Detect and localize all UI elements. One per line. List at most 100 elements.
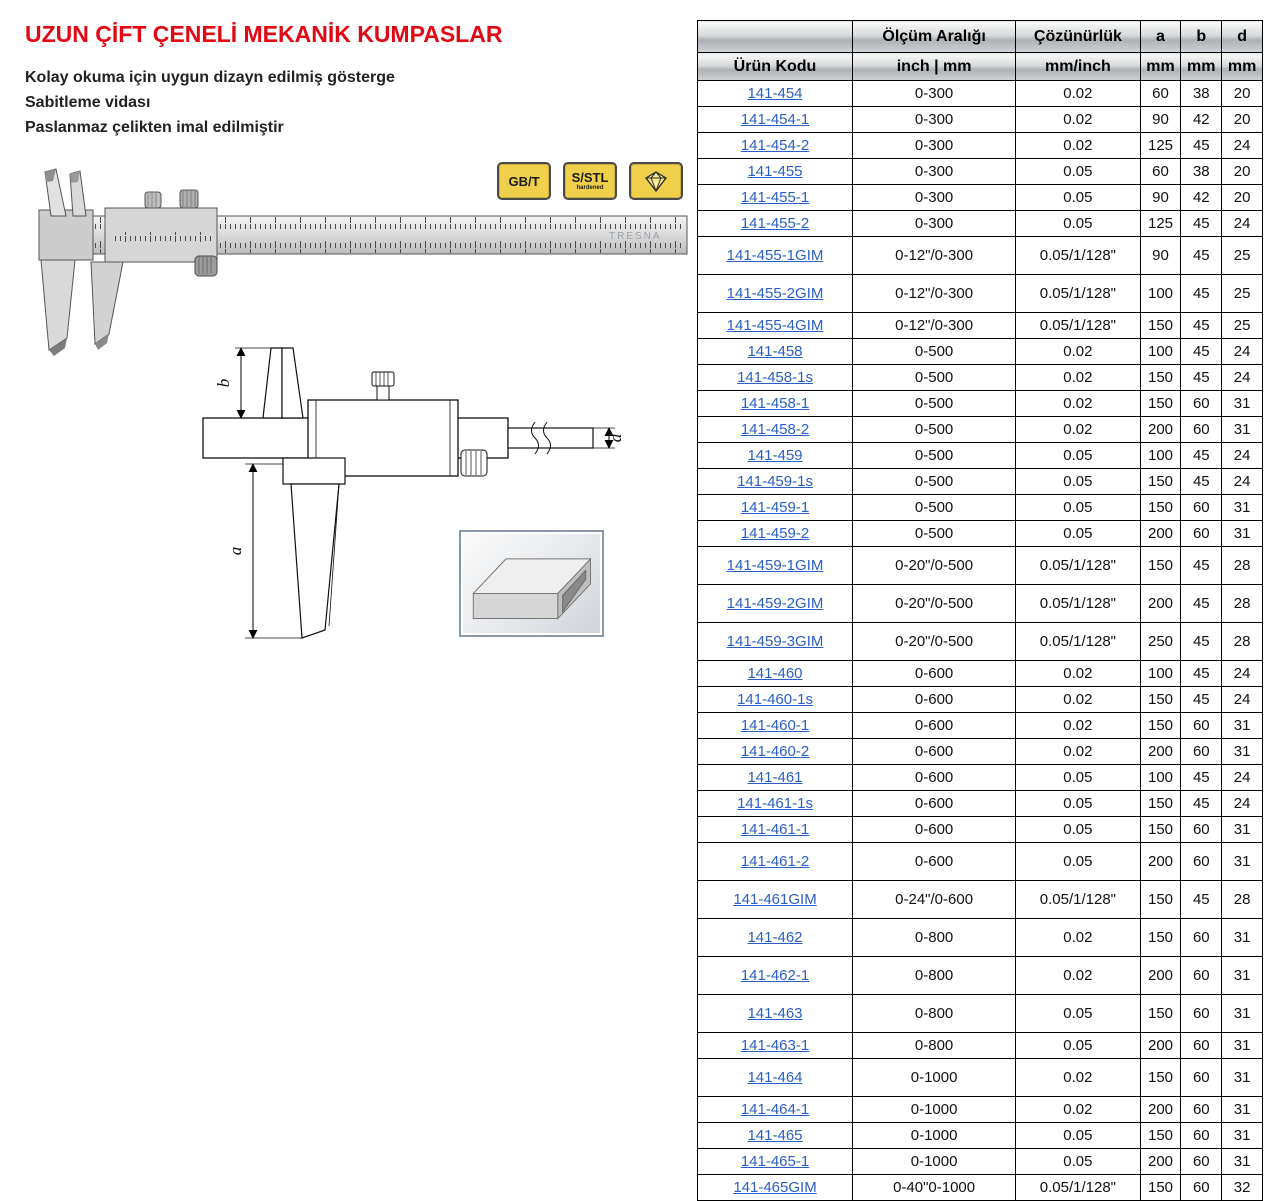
product-code-link[interactable]: 141-459-3GIM (726, 633, 824, 650)
product-code-link[interactable]: 141-459 (747, 447, 803, 464)
header-blank (696, 20, 854, 53)
product-code-cell: 141-459-1s (696, 468, 854, 495)
product-code-link[interactable]: 141-464-1 (740, 1101, 810, 1118)
d-cell: 31 (1221, 956, 1263, 995)
product-code-link[interactable]: 141-460-1s (737, 691, 813, 708)
product-code-cell: 141-455-1 (696, 184, 854, 211)
product-code-link[interactable]: 141-463-1 (740, 1037, 810, 1054)
product-code-cell: 141-461 (696, 764, 854, 791)
product-code-link[interactable]: 141-455-4GIM (726, 317, 824, 334)
product-code-link[interactable]: 141-462-1 (740, 967, 810, 984)
product-code-link[interactable]: 141-461 (747, 769, 803, 786)
product-code-link[interactable]: 141-458-1 (740, 395, 810, 412)
product-code-link[interactable]: 141-459-1GIM (726, 557, 824, 574)
a-cell: 150 (1139, 546, 1182, 585)
product-code-link[interactable]: 141-454-1 (740, 111, 810, 128)
header-d: d (1221, 20, 1263, 53)
resolution-cell: 0.02 (1015, 1096, 1141, 1123)
product-code-cell: 141-458-2 (696, 416, 854, 443)
product-code-link[interactable]: 141-458 (747, 343, 803, 360)
product-code-cell: 141-459-1 (696, 494, 854, 521)
product-code-link[interactable]: 141-455-1 (740, 189, 810, 206)
product-code-link[interactable]: 141-461-1s (737, 795, 813, 812)
d-cell: 20 (1221, 158, 1263, 185)
product-code-link[interactable]: 141-461-1 (740, 821, 810, 838)
product-code-cell: 141-461-1 (696, 816, 854, 843)
b-cell: 45 (1180, 338, 1223, 365)
product-code-link[interactable]: 141-460-2 (740, 743, 810, 760)
product-code-link[interactable]: 141-459-2GIM (726, 595, 824, 612)
product-code-link[interactable]: 141-455-1GIM (726, 247, 824, 264)
resolution-cell: 0.05/1/128" (1015, 236, 1141, 275)
product-code-link[interactable]: 141-454 (747, 85, 803, 102)
product-code-link[interactable]: 141-463 (747, 1005, 803, 1022)
b-cell: 45 (1180, 442, 1223, 469)
product-code-link[interactable]: 141-458-2 (740, 421, 810, 438)
product-code-cell: 141-455-2 (696, 210, 854, 237)
range-cell: 0-300 (852, 210, 1017, 237)
range-cell: 0-500 (852, 390, 1017, 417)
d-cell: 31 (1221, 842, 1263, 881)
a-cell: 60 (1139, 158, 1182, 185)
product-code-link[interactable]: 141-465 (747, 1127, 803, 1144)
d-cell: 31 (1221, 494, 1263, 521)
d-cell: 31 (1221, 918, 1263, 957)
product-code-link[interactable]: 141-455-2GIM (726, 285, 824, 302)
product-code-link[interactable]: 141-458-1s (737, 369, 813, 386)
product-code-link[interactable]: 141-459-2 (740, 525, 810, 542)
product-code-link[interactable]: 141-465GIM (733, 1179, 817, 1196)
product-code-cell: 141-462-1 (696, 956, 854, 995)
product-code-link[interactable]: 141-455-2 (740, 215, 810, 232)
product-table: Ölçüm Aralığı Çözünürlük a b d Ürün Kodu… (696, 20, 1263, 1201)
badge-sstl-label: S/STL (571, 170, 609, 186)
certification-badges: GB/T S/STL hardened (497, 162, 683, 200)
product-code-link[interactable]: 141-455 (747, 163, 803, 180)
a-cell: 200 (1139, 416, 1182, 443)
product-code-link[interactable]: 141-459-1s (737, 473, 813, 490)
product-code-cell: 141-464-1 (696, 1096, 854, 1123)
product-code-link[interactable]: 141-460-1 (740, 717, 810, 734)
a-cell: 150 (1139, 312, 1182, 339)
resolution-cell: 0.05 (1015, 158, 1141, 185)
range-cell: 0-800 (852, 956, 1017, 995)
resolution-cell: 0.05 (1015, 1032, 1141, 1059)
b-cell: 45 (1180, 546, 1223, 585)
product-code-link[interactable]: 141-459-1 (740, 499, 810, 516)
d-cell: 31 (1221, 390, 1263, 417)
header-range: Ölçüm Aralığı (852, 20, 1017, 53)
feature-line: Paslanmaz çelikten imal edilmiştir (25, 119, 284, 137)
product-code-link[interactable]: 141-465-1 (740, 1153, 810, 1170)
product-code-link[interactable]: 141-454-2 (740, 137, 810, 154)
d-cell: 24 (1221, 338, 1263, 365)
a-cell: 150 (1139, 880, 1182, 919)
product-code-link[interactable]: 141-464 (747, 1069, 803, 1086)
lower-jaw-fixed (40, 259, 76, 351)
badge-diamond (629, 162, 683, 200)
product-code-link[interactable]: 141-461GIM (733, 891, 817, 908)
range-cell: 0-20"/0-500 (852, 546, 1017, 585)
product-code-link[interactable]: 141-461-2 (740, 853, 810, 870)
resolution-cell: 0.02 (1015, 106, 1141, 133)
resolution-cell: 0.05/1/128" (1015, 546, 1141, 585)
product-code-link[interactable]: 141-462 (747, 929, 803, 946)
resolution-cell: 0.02 (1015, 80, 1141, 107)
range-cell: 0-1000 (852, 1096, 1017, 1123)
range-cell: 0-20"/0-500 (852, 622, 1017, 661)
a-cell: 100 (1139, 338, 1182, 365)
b-cell: 45 (1180, 210, 1223, 237)
rectangular-tube-drawing (472, 557, 592, 620)
b-cell: 45 (1180, 468, 1223, 495)
product-code-link[interactable]: 141-460 (747, 665, 803, 682)
b-cell: 60 (1180, 1096, 1223, 1123)
